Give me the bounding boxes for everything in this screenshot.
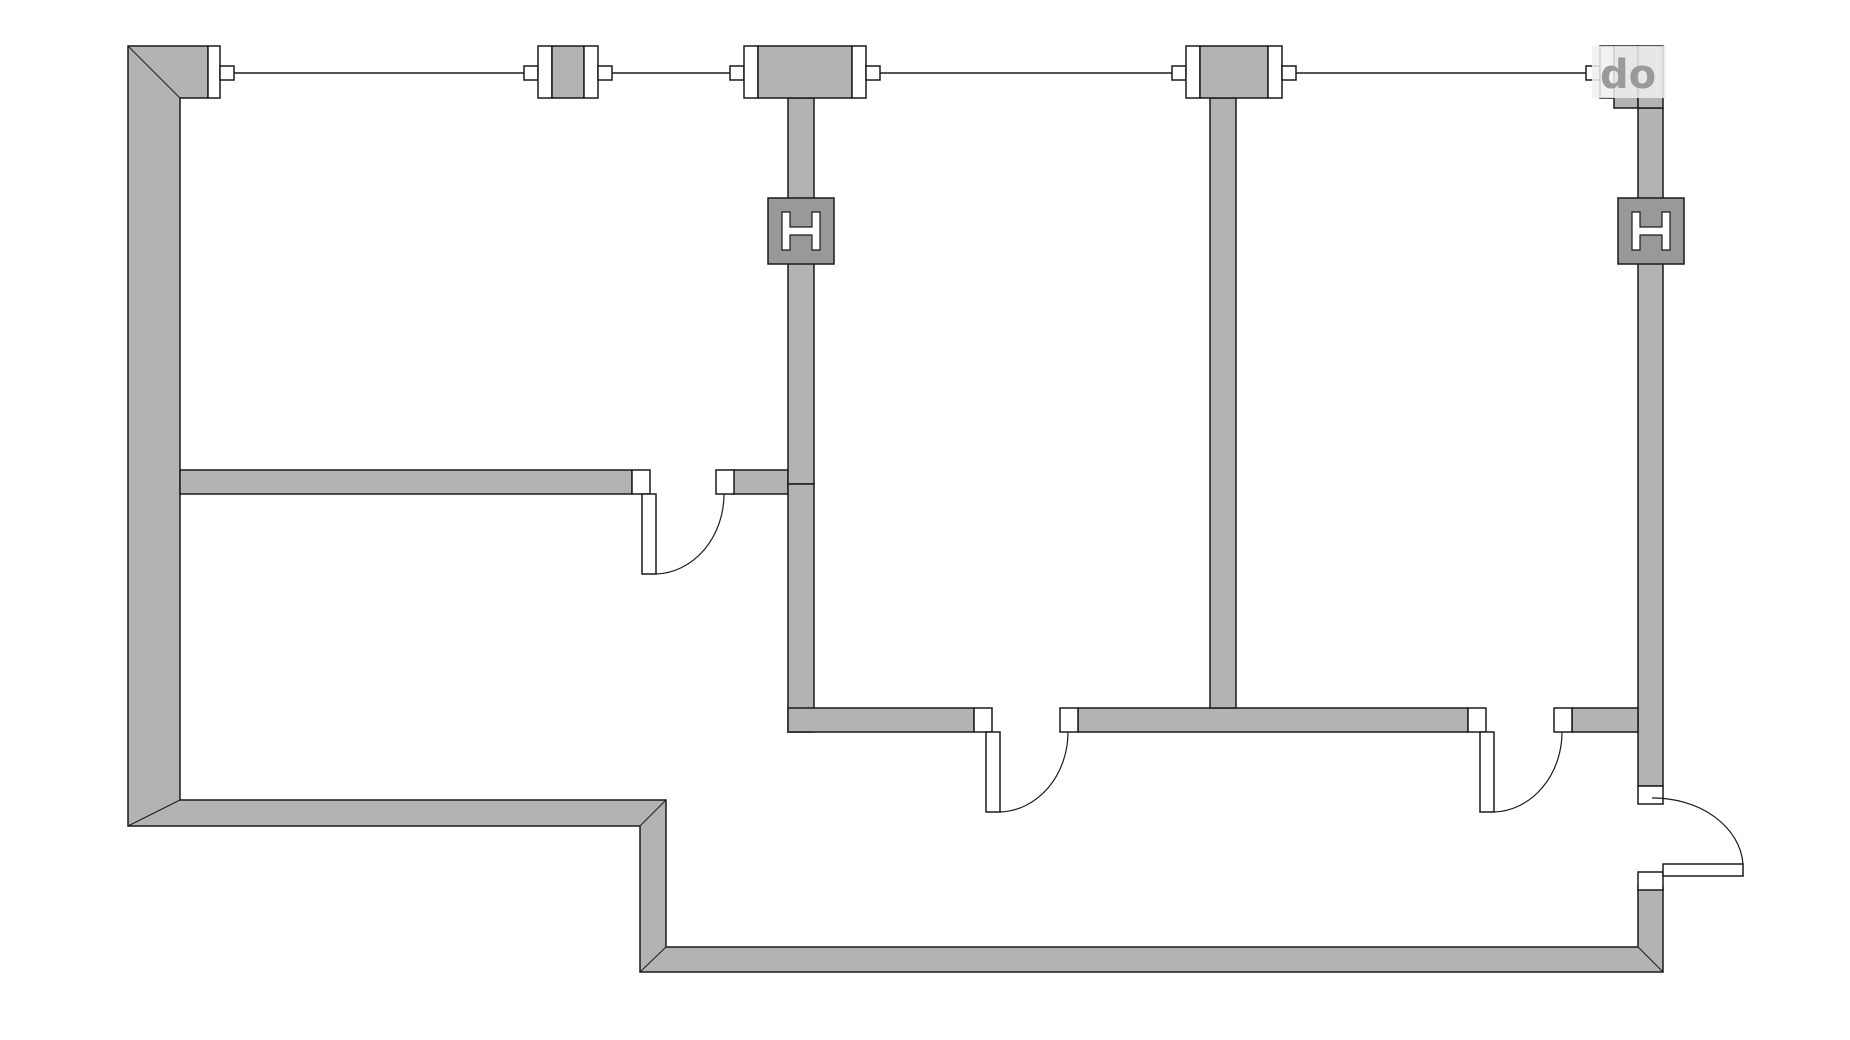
door-right-room[interactable] <box>1467 707 1573 813</box>
windows-north <box>207 45 1664 109</box>
watermark-text: do <box>1600 52 1656 98</box>
window-frame <box>1171 65 1187 81</box>
column-2 <box>1617 197 1685 265</box>
exterior-wall-west <box>127 45 1664 973</box>
column-1 <box>767 197 835 265</box>
watermark: do <box>1592 46 1666 98</box>
window-frame <box>1281 65 1297 81</box>
wall-left-room-divider <box>179 469 633 495</box>
door-jamb <box>631 469 651 495</box>
door-jamb <box>1467 707 1487 733</box>
window-frame <box>743 45 759 99</box>
window-frame <box>1185 45 1201 99</box>
door-jamb <box>715 469 735 495</box>
door-swing-arc <box>999 731 1069 813</box>
wall-right-room-bottom <box>1571 707 1639 733</box>
interior-walls <box>179 97 1639 733</box>
window-frame <box>865 65 881 81</box>
door-jamb <box>1553 707 1573 733</box>
wall-pier <box>551 45 585 99</box>
swing-door-icon <box>641 493 657 575</box>
wall-vertical-middle-left-upper <box>787 97 815 485</box>
window-frame <box>207 45 221 99</box>
door-swing-arc <box>1493 731 1563 813</box>
swing-door-icon <box>1662 863 1744 877</box>
window-frame <box>219 65 235 81</box>
window-frame <box>851 45 867 99</box>
column-h-glyph <box>781 211 821 251</box>
door-left-room[interactable] <box>631 469 735 575</box>
window-frame <box>729 65 745 81</box>
exterior-walls <box>127 45 1664 973</box>
swing-door-icon <box>985 731 1001 813</box>
watermark-box <box>1592 46 1666 98</box>
window-frame <box>1267 45 1283 99</box>
door-jamb <box>973 707 993 733</box>
wall-vertical-middle-left-lower <box>787 483 815 733</box>
swing-door-icon <box>1479 731 1495 813</box>
door-swing-arc <box>655 493 725 575</box>
door-jamb <box>1059 707 1079 733</box>
door-jamb <box>1637 871 1664 891</box>
wall-pier <box>1199 45 1269 99</box>
window-frame <box>597 65 613 81</box>
wall-left-room-divider-right <box>731 469 789 495</box>
wall-rooms-bottom-center <box>1077 707 1469 733</box>
window-frame <box>583 45 599 99</box>
door-entrance[interactable] <box>1637 785 1744 891</box>
door-jamb <box>1637 785 1664 805</box>
door-swing-arc <box>1651 797 1744 865</box>
wall-vertical-middle-right <box>1209 97 1237 709</box>
wall-middle-room-bottom <box>787 707 975 733</box>
door-middle-room[interactable] <box>973 707 1079 813</box>
wall-pier <box>757 45 853 99</box>
column-h-glyph <box>1631 211 1671 251</box>
window-frame <box>537 45 553 99</box>
window-frame <box>523 65 539 81</box>
